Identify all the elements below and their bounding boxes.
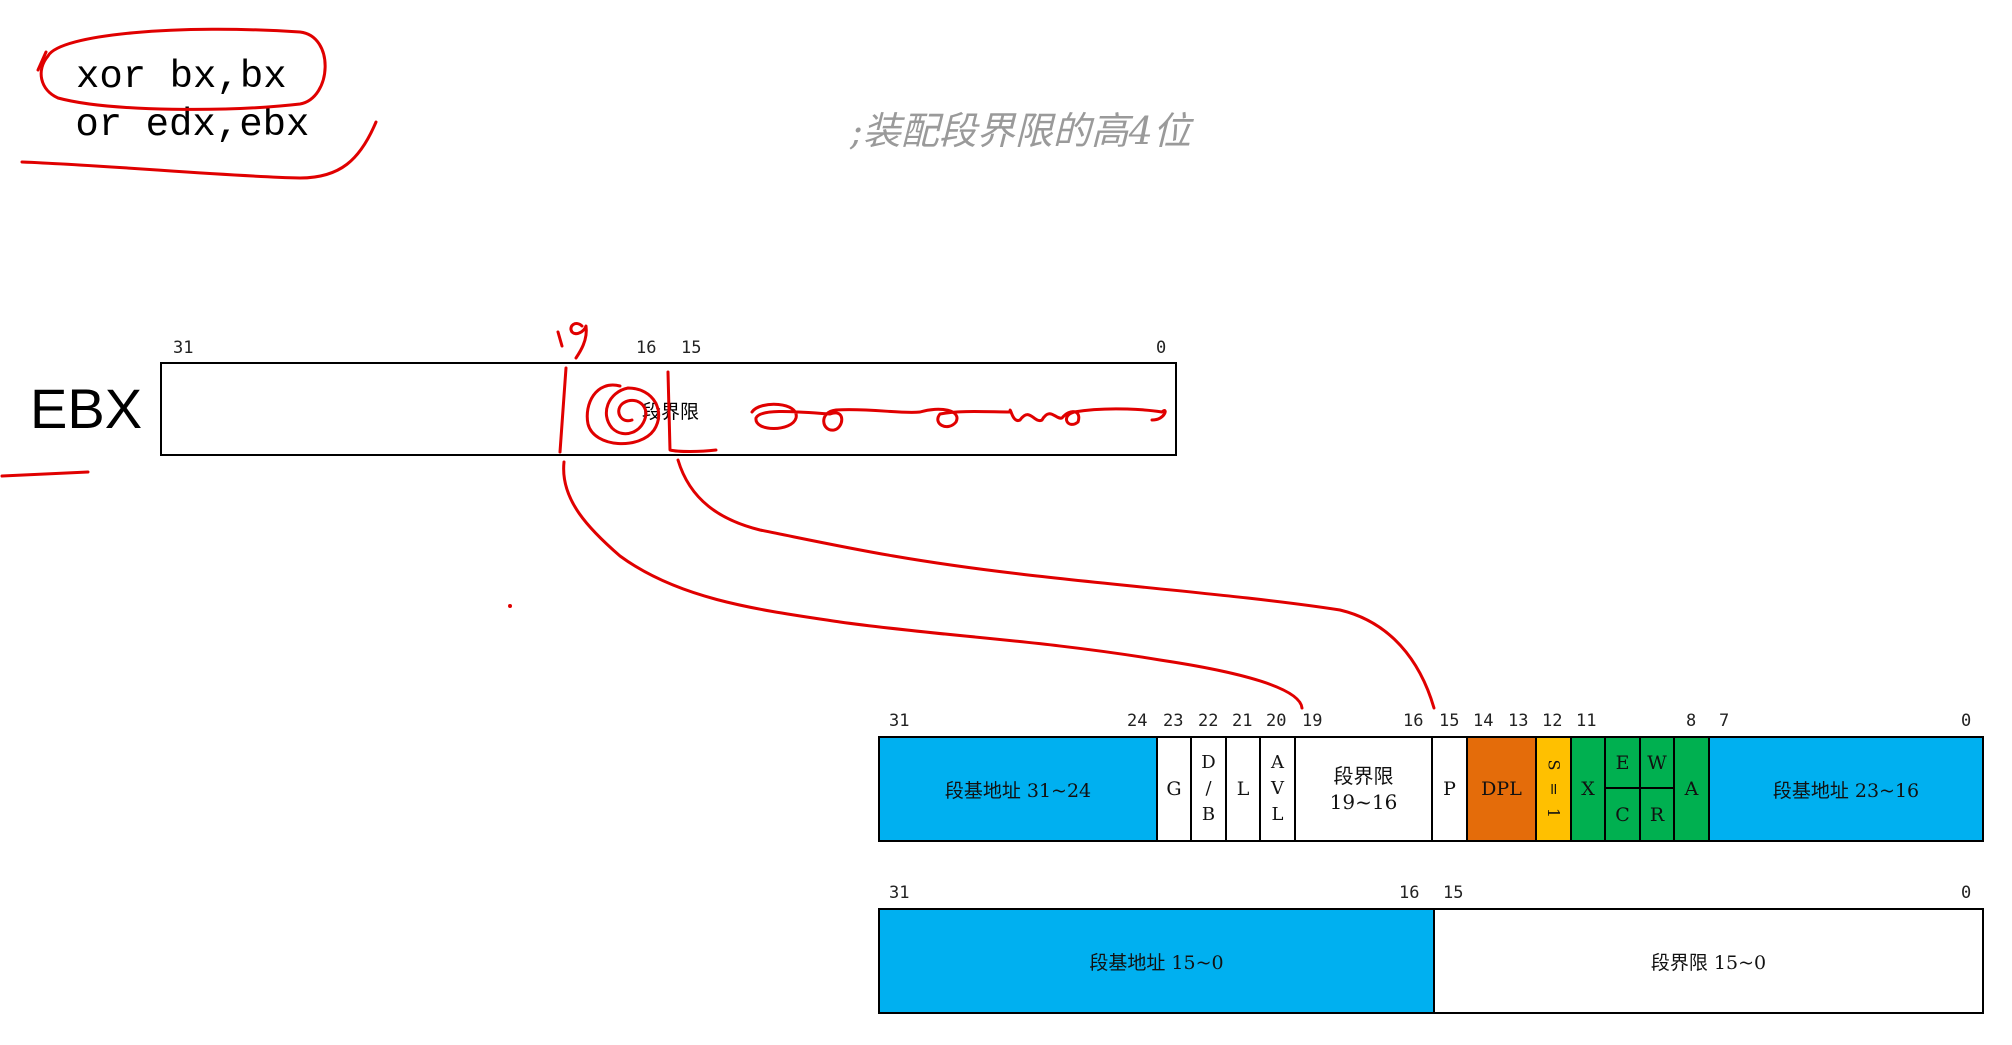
ink-tick-xor (36, 50, 48, 72)
field-g: G (1156, 738, 1190, 840)
code-line-or: or edx,ebx (52, 103, 310, 147)
field-l: L (1225, 738, 1259, 840)
field-base-15-0: 段基地址 15~0 (880, 910, 1433, 1012)
field-avl-l: L (1271, 804, 1284, 825)
desc-high-bit-13: 13 (1508, 711, 1529, 731)
ink-dot (508, 604, 512, 608)
field-limit-15-0: 段界限 15~0 (1433, 910, 1982, 1012)
desc-low-bit-16: 16 (1399, 883, 1420, 903)
field-a: A (1673, 738, 1708, 840)
ebx-bit-15: 15 (681, 338, 702, 358)
field-c: C (1604, 789, 1639, 840)
field-base-31-24: 段基地址 31~24 (880, 738, 1156, 840)
field-avl-a: A (1271, 752, 1284, 773)
field-limit-19-16-name: 段界限 (1333, 764, 1394, 788)
field-s-one: 1 (1544, 807, 1564, 819)
ink-19-nine (569, 322, 588, 360)
comment-text: ;装配段界限的高4位 (850, 109, 1191, 153)
desc-high-bit-12: 12 (1542, 711, 1563, 731)
ebx-bit-16: 16 (636, 338, 657, 358)
desc-high-bit-24: 24 (1127, 711, 1148, 731)
code-line-xor: xor bx,bx (76, 55, 287, 99)
desc-low-bit-0: 0 (1961, 883, 1972, 903)
ebx-register-box: 段界限 (160, 362, 1177, 456)
field-s-eq: = (1544, 782, 1564, 796)
desc-high-bit-14: 14 (1473, 711, 1494, 731)
field-e: E (1604, 738, 1639, 789)
desc-high-bit-22: 22 (1198, 711, 1219, 731)
field-s: S = 1 (1535, 738, 1570, 840)
desc-high-bit-21: 21 (1232, 711, 1253, 731)
field-db-b: B (1201, 804, 1216, 825)
ink-connector-19 (562, 460, 1304, 710)
field-avl-v: V (1271, 778, 1284, 799)
field-limit-19-16: 段界限 19~16 (1294, 738, 1431, 840)
ebx-bit-31: 31 (173, 338, 194, 358)
desc-high-bit-11: 11 (1576, 711, 1597, 731)
field-base-23-16: 段基地址 23~16 (1708, 738, 1982, 840)
descriptor-high-dword: 段基地址 31~24 G D / B L A V L 段界限 19~16 P D… (878, 736, 1984, 842)
field-r: R (1639, 789, 1673, 840)
desc-high-bit-15: 15 (1439, 711, 1460, 731)
desc-high-bit-8: 8 (1686, 711, 1697, 731)
desc-high-bit-19: 19 (1302, 711, 1323, 731)
register-label-ebx: EBX (30, 377, 143, 440)
descriptor-low-dword: 段基地址 15~0 段界限 15~0 (878, 908, 1984, 1014)
field-db-d: D (1201, 752, 1216, 773)
field-db-slash: / (1205, 778, 1212, 799)
ink-connector-16 (676, 458, 1436, 710)
ink-19-one (556, 330, 564, 348)
ebx-field-label: 段界限 (642, 401, 700, 423)
ink-underline-ebx (0, 470, 90, 478)
field-s-s: S (1544, 759, 1564, 771)
desc-low-bit-31: 31 (889, 883, 910, 903)
desc-high-bit-16: 16 (1403, 711, 1424, 731)
field-w: W (1639, 738, 1673, 789)
desc-high-bit-20: 20 (1266, 711, 1287, 731)
desc-high-bit-7: 7 (1719, 711, 1730, 731)
field-limit-19-16-range: 19~16 (1329, 790, 1398, 814)
ebx-bit-0: 0 (1156, 338, 1167, 358)
field-x: X (1570, 738, 1604, 840)
desc-high-bit-31: 31 (889, 711, 910, 731)
desc-high-bit-23: 23 (1163, 711, 1184, 731)
field-avl: A V L (1259, 738, 1294, 840)
field-db: D / B (1190, 738, 1225, 840)
field-dpl: DPL (1466, 738, 1535, 840)
desc-high-bit-0: 0 (1961, 711, 1972, 731)
field-p: P (1431, 738, 1466, 840)
desc-low-bit-15: 15 (1443, 883, 1464, 903)
